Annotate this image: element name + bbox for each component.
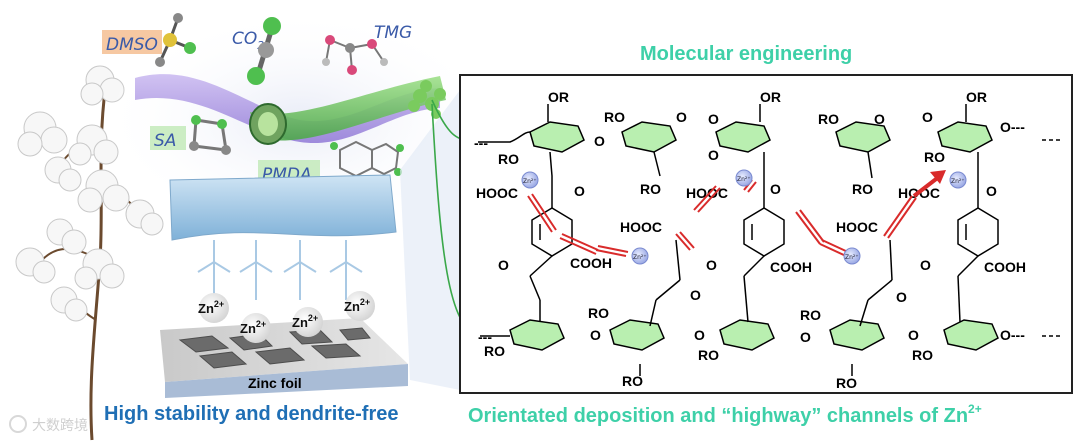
projection-wedge bbox=[400, 90, 460, 390]
label-o-2: O bbox=[708, 111, 719, 127]
label-cooh-3: COOH bbox=[984, 259, 1026, 275]
zn-ion-text-2: Zn bbox=[240, 321, 256, 336]
zinc-foil-label: Zinc foil bbox=[248, 375, 302, 391]
label-o-11: O bbox=[706, 257, 717, 273]
tmg-label: TMG bbox=[374, 23, 412, 43]
label-hooc-1: HOOC bbox=[476, 185, 518, 201]
label-ro-10: RO bbox=[698, 347, 719, 363]
caption-orientated-sup: 2+ bbox=[968, 402, 982, 416]
zn-ion-text-3: Zn bbox=[292, 315, 308, 330]
label-ro-9: RO bbox=[484, 343, 505, 359]
label-o-7: O bbox=[574, 183, 585, 199]
dmso-molecule-icon bbox=[155, 13, 196, 67]
channel-zn-label-3: Zn²⁺ bbox=[737, 176, 751, 183]
label-o-17: O bbox=[800, 329, 811, 345]
label-o-5: O bbox=[594, 133, 605, 149]
caption-orientated-deposition: Orientated deposition and “highway” chan… bbox=[468, 402, 982, 427]
label-o-13: O bbox=[690, 287, 701, 303]
label-ro-2: RO bbox=[818, 111, 839, 127]
label-ro-6: RO bbox=[852, 181, 873, 197]
label-or-2: OR bbox=[760, 89, 781, 105]
label-o-3: O bbox=[874, 111, 885, 127]
label-ro-5: RO bbox=[640, 181, 661, 197]
label-o-14: O bbox=[896, 289, 907, 305]
sa-molecule-icon bbox=[189, 115, 231, 155]
zn-ion-text-4: Zn bbox=[344, 299, 360, 314]
channel-zn-label-4: Zn²⁺ bbox=[845, 254, 859, 261]
zn-ion-sup-4: 2+ bbox=[360, 297, 370, 307]
tmg-molecule-icon bbox=[322, 35, 388, 75]
label-or-1: OR bbox=[548, 89, 569, 105]
label-o-15: O bbox=[590, 327, 601, 343]
label-dash-o-top: O--- bbox=[1000, 119, 1025, 135]
chemical-structure: OR OR OR RO O O RO O O O--- --- RO O O R… bbox=[474, 89, 1060, 391]
label-ro-11: RO bbox=[912, 347, 933, 363]
label-ro-3: RO bbox=[498, 151, 519, 167]
zinc-ions: Zn2+ Zn2+ Zn2+ Zn2+ bbox=[198, 291, 375, 343]
separator-film bbox=[169, 174, 397, 241]
label-o-4: O bbox=[922, 109, 933, 125]
zn-ion-text-1: Zn bbox=[198, 301, 214, 316]
zinc-foil: Zinc foil bbox=[160, 318, 408, 398]
channel-zn-label-1: Zn²⁺ bbox=[523, 178, 537, 185]
label-ro-4: RO bbox=[924, 149, 945, 165]
cotton-branch bbox=[15, 65, 164, 441]
caption-stability: High stability and dendrite-free bbox=[104, 403, 398, 425]
label-dash-left-bottom: --- bbox=[478, 329, 492, 345]
zn-ion-sup-1: 2+ bbox=[214, 299, 224, 309]
label-hooc-2: HOOC bbox=[686, 185, 728, 201]
watermark: 大数跨境 bbox=[9, 415, 88, 434]
zn-ion-label-4: Zn2+ bbox=[344, 297, 370, 314]
co2-molecule-icon bbox=[247, 17, 281, 85]
bottom-glucose-rings bbox=[509, 319, 999, 351]
molecular-engineering-title: Molecular engineering bbox=[640, 43, 852, 65]
label-dash-left-top: --- bbox=[474, 135, 488, 151]
sa-label: SA bbox=[154, 131, 176, 151]
dmso-highlight bbox=[102, 30, 162, 54]
highway-arrow-icon bbox=[912, 170, 946, 198]
label-o-6: O bbox=[708, 147, 719, 163]
label-or-3: OR bbox=[966, 89, 987, 105]
zn-ion-label-2: Zn2+ bbox=[240, 319, 266, 336]
channel-zn-ions: Zn²⁺ Zn²⁺ Zn²⁺ Zn²⁺ Zn²⁺ bbox=[521, 169, 967, 265]
top-glucose-rings bbox=[529, 121, 993, 153]
zn-ion-sup-2: 2+ bbox=[256, 319, 266, 329]
label-o-9: O bbox=[986, 183, 997, 199]
cellulose-fiber-bundle bbox=[135, 74, 446, 145]
watermark-text: 大数跨境 bbox=[32, 418, 88, 434]
label-cooh-2: COOH bbox=[770, 259, 812, 275]
label-ro-1: RO bbox=[604, 109, 625, 125]
zn-ion-label-3: Zn2+ bbox=[292, 313, 318, 330]
label-ro-12: RO bbox=[622, 373, 643, 389]
label-o-10: O bbox=[498, 257, 509, 273]
label-o-16: O bbox=[694, 327, 705, 343]
label-ro-13: RO bbox=[836, 375, 857, 391]
zn-ion-sup-3: 2+ bbox=[308, 313, 318, 323]
co2-text: CO bbox=[232, 29, 257, 49]
channel-zn-label-5: Zn²⁺ bbox=[951, 178, 965, 185]
channel-zn-label-2: Zn²⁺ bbox=[633, 254, 647, 261]
label-o-8: O bbox=[770, 181, 781, 197]
label-hooc-5: HOOC bbox=[836, 219, 878, 235]
zn-ion-label-1: Zn2+ bbox=[198, 299, 224, 316]
dmso-label: DMSO bbox=[106, 35, 158, 55]
zinc-deposition-area bbox=[197, 240, 363, 300]
structure-bonds bbox=[529, 104, 979, 376]
label-ro-7: RO bbox=[588, 305, 609, 321]
label-ro-8: RO bbox=[800, 307, 821, 323]
label-o-1: O bbox=[676, 109, 687, 125]
sa-highlight bbox=[150, 126, 186, 150]
label-hooc-4: HOOC bbox=[620, 219, 662, 235]
label-cooh-1: COOH bbox=[570, 255, 612, 271]
label-o-12: O bbox=[920, 257, 931, 273]
label-o-18: O bbox=[908, 327, 919, 343]
label-dash-o-bottom: O--- bbox=[1000, 327, 1025, 343]
watermark-logo-icon bbox=[9, 415, 27, 433]
caption-orientated-text: Orientated deposition and “highway” chan… bbox=[468, 405, 968, 427]
